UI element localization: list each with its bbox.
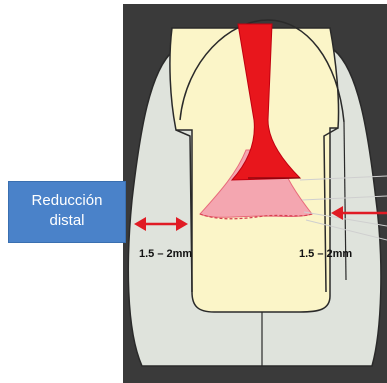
distal-reduction-label: Reducción distal (8, 181, 126, 243)
right-measurement: 1.5 – 2mm (299, 248, 352, 260)
left-measurement: 1.5 – 2mm (139, 248, 192, 260)
label-line-1: Reducción (9, 191, 125, 211)
label-line-2: distal (9, 211, 125, 231)
